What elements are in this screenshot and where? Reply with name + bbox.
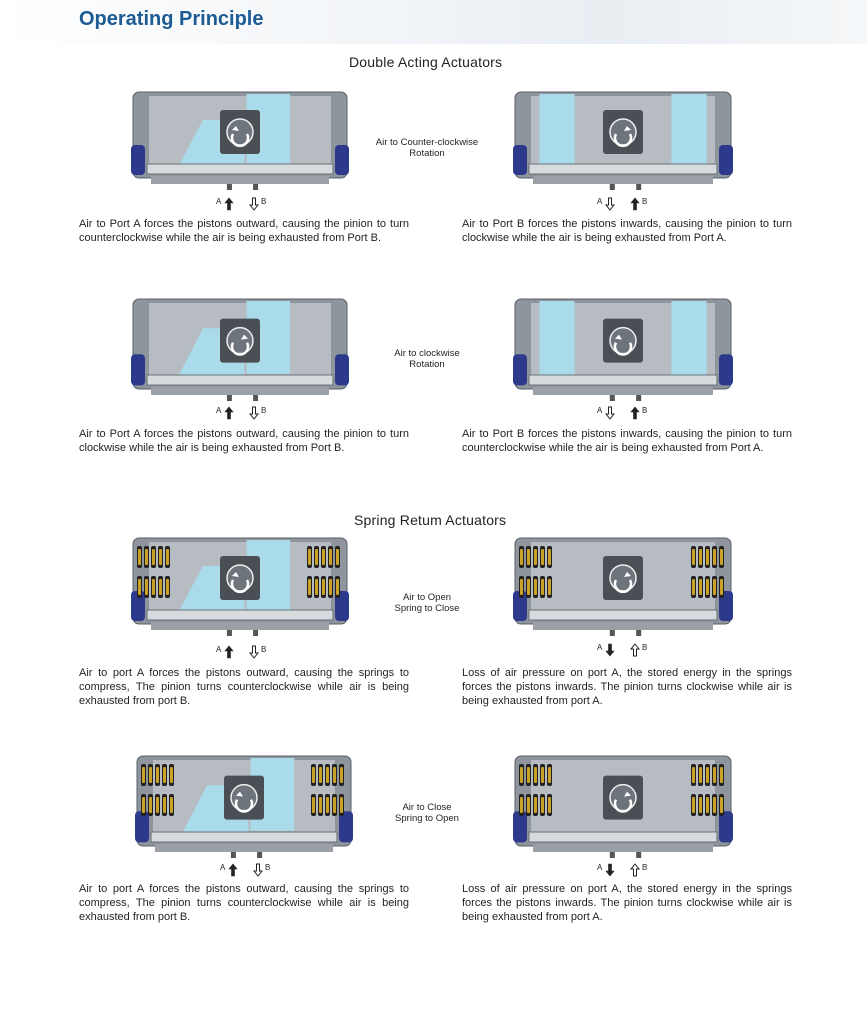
- header-band: [0, 0, 867, 44]
- actuator-illustration-r3-right: [513, 536, 733, 636]
- mode-label-line1: Air to clockwise: [394, 348, 460, 359]
- mode-label-line1: Air to Close: [402, 802, 452, 813]
- port-b-arrow-icon: [630, 197, 640, 211]
- description-r4-right: Loss of air pressure on port A, the stor…: [462, 883, 792, 923]
- mode-label-line2: Rotation: [409, 359, 445, 370]
- mode-label-line2: Spring to Close: [394, 603, 460, 614]
- mode-label-line2: Spring to Open: [395, 813, 459, 824]
- mode-label-open: Air to Open Spring to Close: [362, 592, 492, 614]
- port-a-arrow-icon: [604, 406, 616, 420]
- actuator-illustration-r2-right: [513, 297, 733, 401]
- port-a-arrow-icon: [224, 645, 234, 659]
- description-r1-right: Air to Port B forces the pistons inwards…: [462, 218, 792, 244]
- port-a-arrow-icon: [224, 197, 234, 211]
- port-b-label: B: [265, 863, 271, 872]
- port-a-label: A: [597, 863, 603, 872]
- actuator-illustration-r3-left: [131, 536, 349, 636]
- actuator-illustration-r1-right: [513, 90, 733, 190]
- mode-label-line1: Air to Counter-clockwise: [375, 137, 479, 148]
- description-r1-left: Air to Port A forces the pistons outward…: [79, 218, 409, 244]
- actuator-illustration-r4-right: [513, 754, 733, 858]
- description-r2-left: Air to Port A forces the pistons outward…: [79, 428, 409, 454]
- port-b-label: B: [642, 197, 648, 206]
- port-a-label: A: [597, 197, 603, 206]
- port-a-arrow-icon: [605, 643, 615, 657]
- actuator-illustration-r4-left: [135, 754, 353, 858]
- port-b-arrow-icon: [630, 406, 640, 420]
- actuator-illustration-r1-left: [131, 90, 349, 190]
- port-a-arrow-icon: [228, 863, 238, 877]
- description-r2-right: Air to Port B forces the pistons inwards…: [462, 428, 792, 454]
- section-title-spring-return: Spring Retum Actuators: [354, 512, 507, 528]
- mode-label-line1: Air to Open: [402, 592, 452, 603]
- port-b-arrow-icon: [629, 863, 641, 877]
- page-title: Operating Principle: [79, 8, 264, 30]
- port-a-arrow-icon: [224, 406, 234, 420]
- actuator-illustration-r2-left: [131, 297, 349, 401]
- port-b-arrow-icon: [252, 863, 264, 877]
- port-b-arrow-icon: [248, 406, 260, 420]
- port-b-arrow-icon: [629, 643, 641, 657]
- section-title-double-acting: Double Acting Actuators: [349, 54, 503, 70]
- port-b-label: B: [642, 643, 648, 652]
- port-a-arrow-icon: [604, 197, 616, 211]
- mode-label-ccw: Air to Counter-clockwise Rotation: [362, 137, 492, 159]
- port-a-arrow-icon: [605, 863, 615, 877]
- mode-label-close: Air to Close Spring to Open: [362, 802, 492, 824]
- port-b-label: B: [261, 406, 267, 415]
- port-b-label: B: [261, 197, 267, 206]
- port-a-label: A: [597, 643, 603, 652]
- port-b-arrow-icon: [248, 197, 260, 211]
- port-b-label: B: [261, 645, 267, 654]
- port-a-label: A: [216, 197, 222, 206]
- mode-label-line2: Rotation: [409, 148, 445, 159]
- port-b-label: B: [642, 406, 648, 415]
- port-b-label: B: [642, 863, 648, 872]
- port-a-label: A: [597, 406, 603, 415]
- port-b-arrow-icon: [248, 645, 260, 659]
- port-a-label: A: [216, 406, 222, 415]
- description-r3-right: Loss of air pressure on port A, the stor…: [462, 667, 792, 707]
- port-a-label: A: [216, 645, 222, 654]
- description-r3-left: Air to port A forces the pistons outward…: [79, 667, 409, 707]
- description-r4-left: Air to port A forces the pistons outward…: [79, 883, 409, 923]
- mode-label-cw: Air to clockwise Rotation: [362, 348, 492, 370]
- port-a-label: A: [220, 863, 226, 872]
